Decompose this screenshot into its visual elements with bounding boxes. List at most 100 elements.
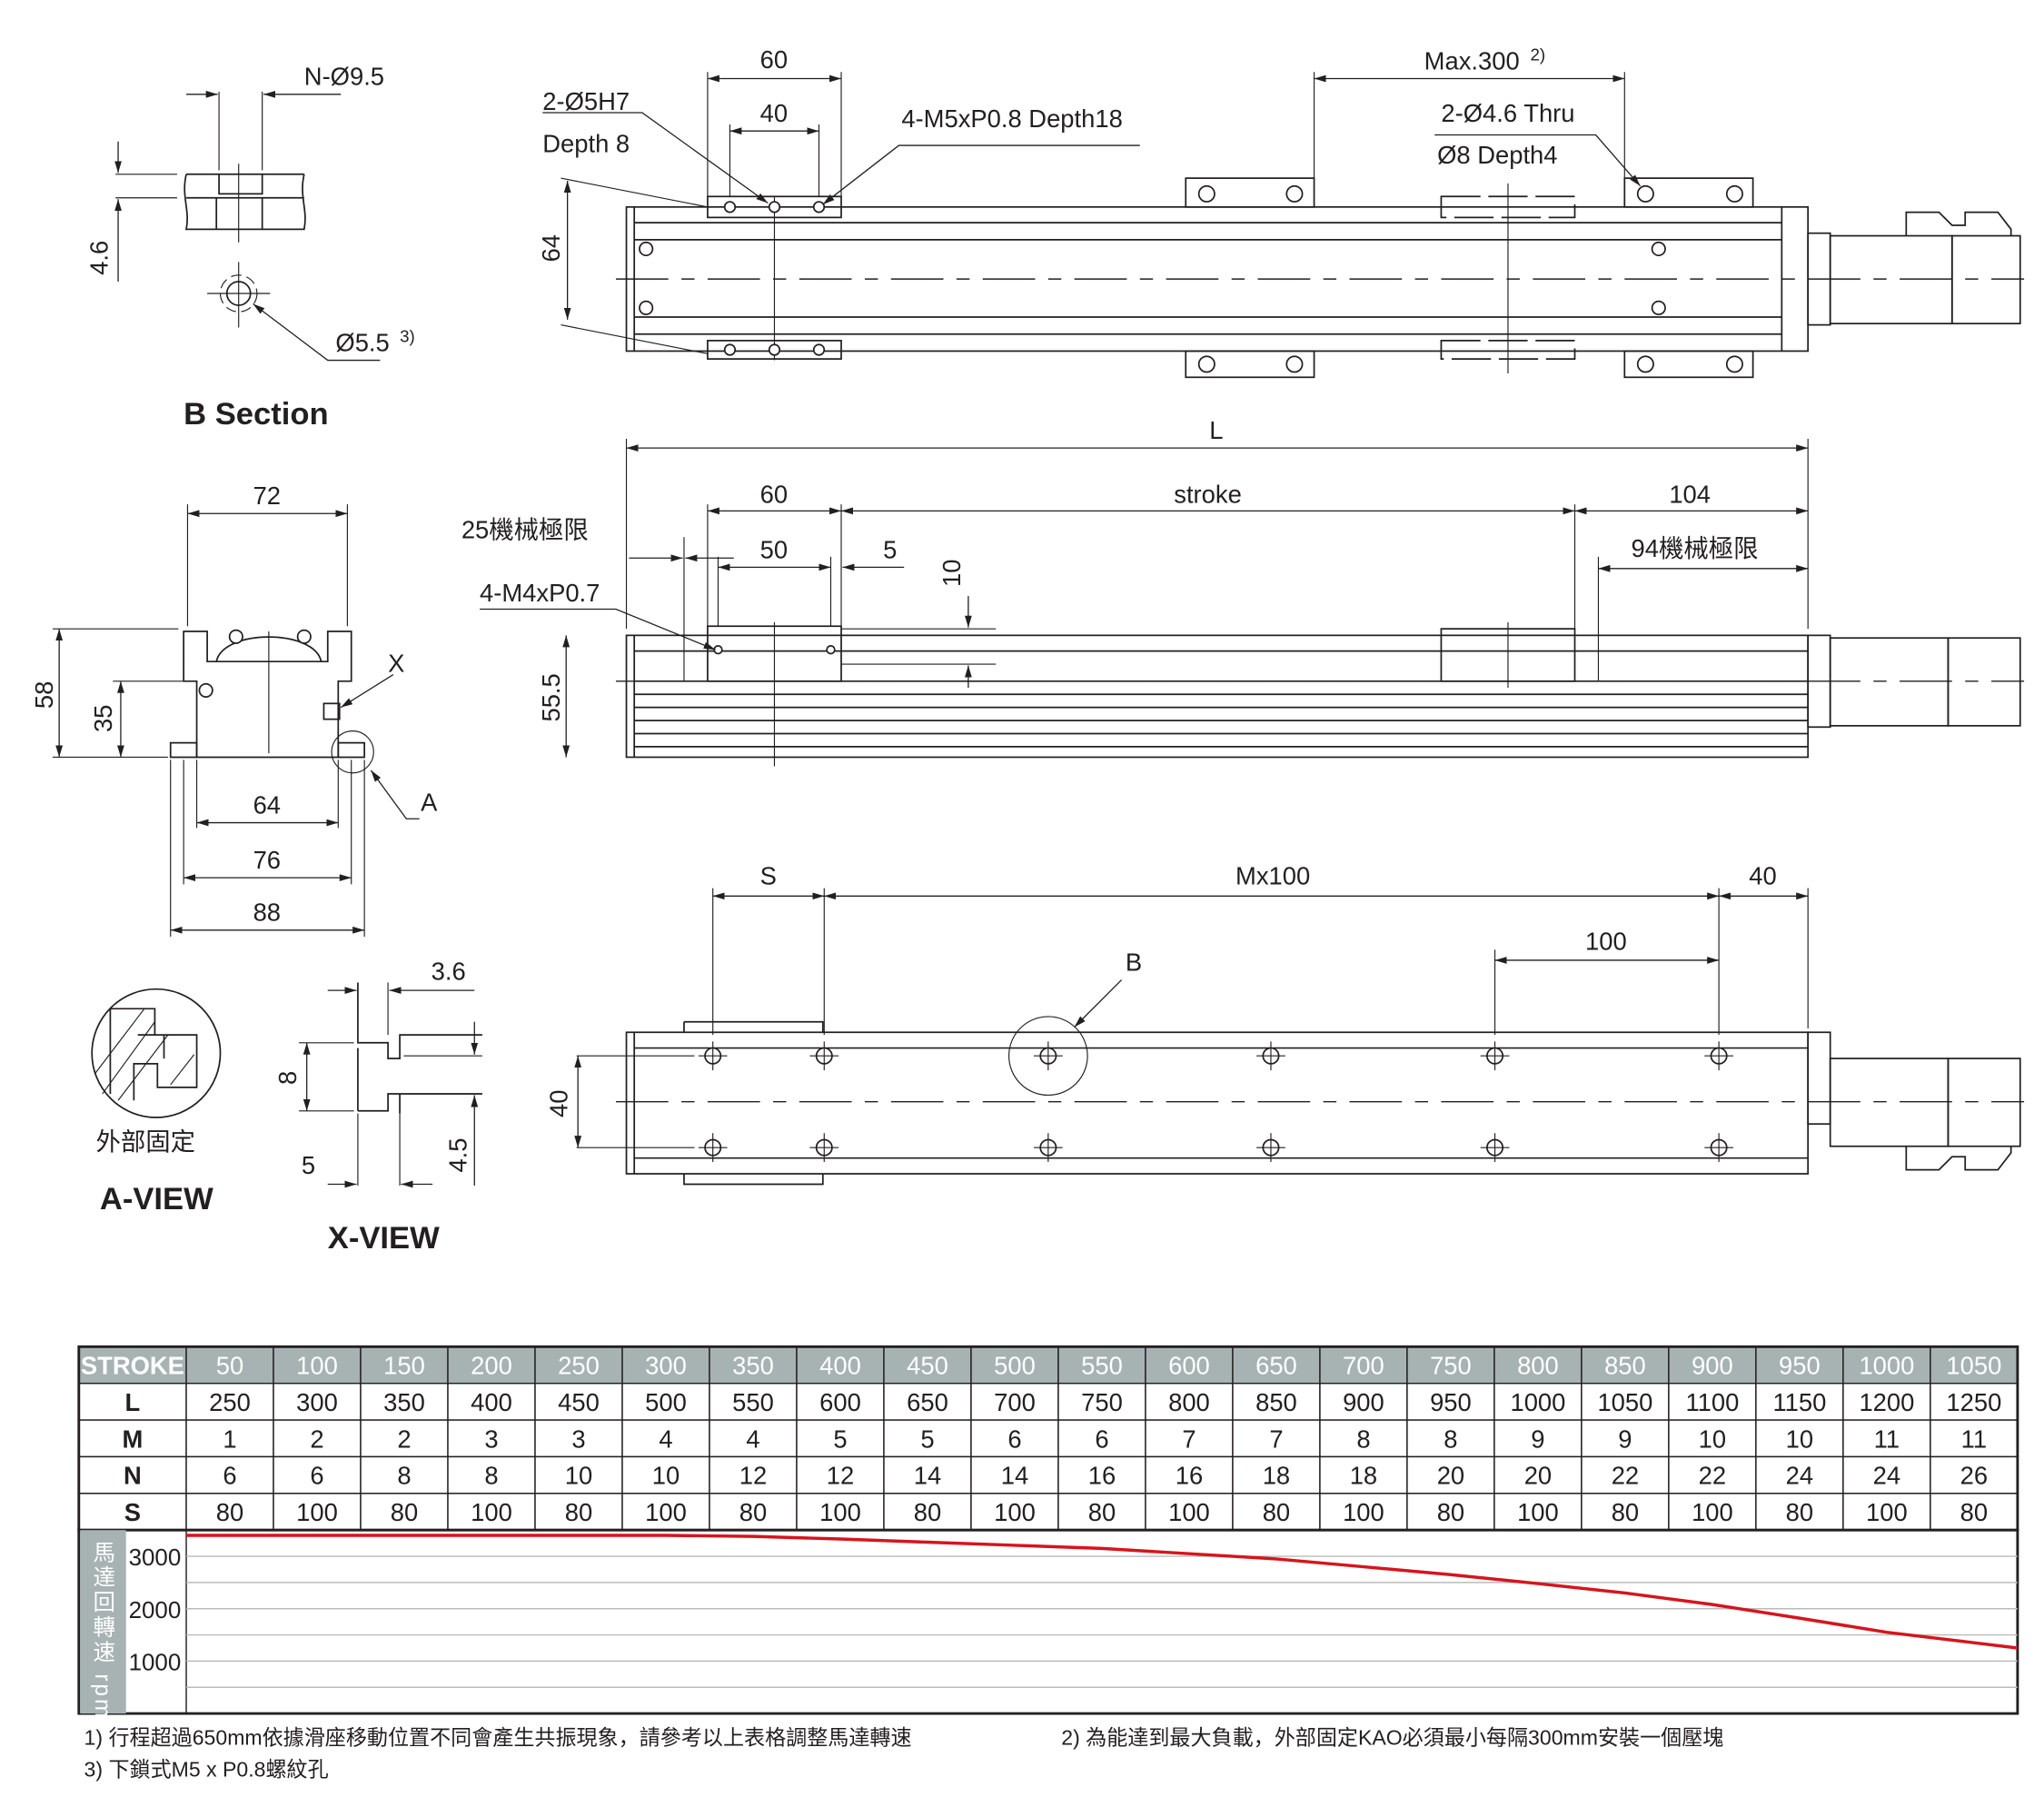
mx100-label: Mx100 [1235,861,1310,889]
note-1: 1) 行程超過650mm依據滑座移動位置不同會產生共振現象，請參考以上表格調整馬… [84,1726,912,1750]
stroke-header-value: 700 [1343,1352,1384,1380]
table-cell-value: 22 [1612,1462,1639,1490]
table-row-label: STROKE [81,1352,184,1380]
stroke-header-value: 300 [645,1352,687,1380]
table-cell [1930,1493,2019,1531]
b-section-hole-dia: N-Ø9.5 [304,63,384,91]
table-cell-value: 8 [397,1462,411,1490]
hole-centerline [1480,1133,1510,1163]
table-cell-value: 12 [827,1462,854,1490]
y-tick-label: 2000 [129,1598,182,1623]
note-2: 2) 為能達到最大負載，外部固定KAO必須最小每隔300mm安裝一個壓塊 [1061,1726,1723,1750]
stroke-header-value: 50 [216,1352,243,1380]
clamp-spacing-label: Max.300 [1424,46,1520,74]
table-cell-value: 80 [739,1498,767,1526]
x-view-dim-4-5: 4.5 [444,1137,472,1172]
stroke-header-value: 350 [732,1352,774,1380]
chart-frame [77,1528,2019,1715]
table-row-label-cell [78,1419,187,1458]
table-cell-value: 650 [907,1388,948,1416]
rpm-data-point [1972,1642,1976,1644]
table-cell-value: 14 [1001,1462,1028,1490]
table-cell-value: 500 [645,1388,687,1416]
table-cell-value: 80 [1612,1498,1639,1526]
table-cell-value: 18 [1350,1462,1377,1490]
table-cell-value: 100 [1692,1498,1733,1526]
front-width-64: 64 [253,790,281,819]
rpm-data-point [577,1534,580,1537]
b-section-view: N-Ø9.5 4.6 Ø5.5 3) B Section [85,63,415,432]
hole-centerline [1256,1133,1285,1163]
x-view-title: X-VIEW [328,1221,440,1256]
top-view: 60 40 2-Ø5H7 Depth 8 4-M5xP0.8 Depth18 M… [537,45,2025,379]
table-cell-value: 20 [1524,1462,1552,1490]
hole-centerline [1033,1133,1063,1163]
table-cell-value: 5 [920,1425,934,1453]
side-tap-holes-label: 4-M4xP0.7 [480,579,600,607]
table-cell-value: 8 [1356,1425,1370,1453]
end-length-label: 104 [1669,481,1711,509]
table-cell-value: 950 [1430,1388,1472,1416]
pin-pitch-label: 40 [760,99,788,127]
rpm-data-point [1885,1631,1889,1633]
table-cell [1145,1419,1234,1458]
table-cell-value: 20 [1437,1462,1464,1490]
table-cell-value: 11 [1874,1425,1900,1453]
table-cell [534,1419,623,1458]
rpm-data-point [1100,1547,1104,1550]
offset-label: 5 [883,535,897,563]
table-cell-value: 1250 [1946,1388,2001,1416]
table-cell [447,1455,536,1494]
table-cell-value: 100 [819,1498,861,1526]
table-cell-value: 100 [1343,1498,1384,1526]
table-cell-value: 80 [1786,1498,1813,1526]
table-cell [185,1455,274,1494]
table-cell-value: 6 [310,1462,323,1490]
table-cell-value: 80 [1088,1498,1116,1526]
table-cell-value: 100 [296,1498,338,1526]
stroke-header-value: 400 [819,1352,861,1380]
table-cell [1232,1345,1321,1385]
bottom-width-label: 40 [545,1090,573,1117]
stroke-header-value: 900 [1692,1352,1733,1380]
side-height-label: 55.5 [537,673,565,721]
table-cell-value: 450 [558,1388,600,1416]
x-view-dim-3-6: 3.6 [432,958,466,986]
a-marker: A [421,789,438,817]
stroke-header-value: 1050 [1946,1352,2001,1380]
table-cell [1668,1419,1757,1458]
table-cell [360,1345,449,1385]
table-cell-value: 6 [1007,1425,1021,1453]
carriage-height-label: 10 [938,560,966,587]
stroke-header-value: 550 [1081,1352,1123,1380]
table-cell [273,1455,362,1494]
table-cell [447,1382,536,1421]
rpm-data-point [1362,1565,1365,1568]
stroke-header-value: 450 [907,1352,948,1380]
left-limit-label: 25機械極限 [461,516,589,544]
table-cell [1930,1345,2019,1385]
table-cell-value: 4 [746,1425,759,1453]
top-view-height: 64 [537,234,565,262]
b-section-title: B Section [184,397,329,432]
table-cell [1232,1493,1321,1531]
table-cell-value: 1000 [1510,1388,1565,1416]
stroke-header-value: 250 [558,1352,600,1380]
table-cell-value: 80 [914,1498,941,1526]
table-cell [1668,1493,1757,1531]
rpm-data-point [315,1534,319,1537]
side-view: L 60 stroke 104 25機械極限 94機械極限 50 5 10 4-… [461,416,2025,767]
table-cell [1145,1455,1234,1494]
table-cell [796,1493,885,1531]
hole-centerline [698,1133,728,1163]
table-cell [1057,1493,1146,1531]
stroke-header-value: 850 [1604,1352,1646,1380]
stroke-header-value: 200 [471,1352,512,1380]
table-cell [1319,1493,1408,1531]
table-cell [273,1345,362,1385]
table-row-label: L [125,1388,141,1416]
table-cell-value: 750 [1081,1388,1123,1416]
tap-holes-label: 4-M5xP0.8 Depth18 [901,104,1122,133]
